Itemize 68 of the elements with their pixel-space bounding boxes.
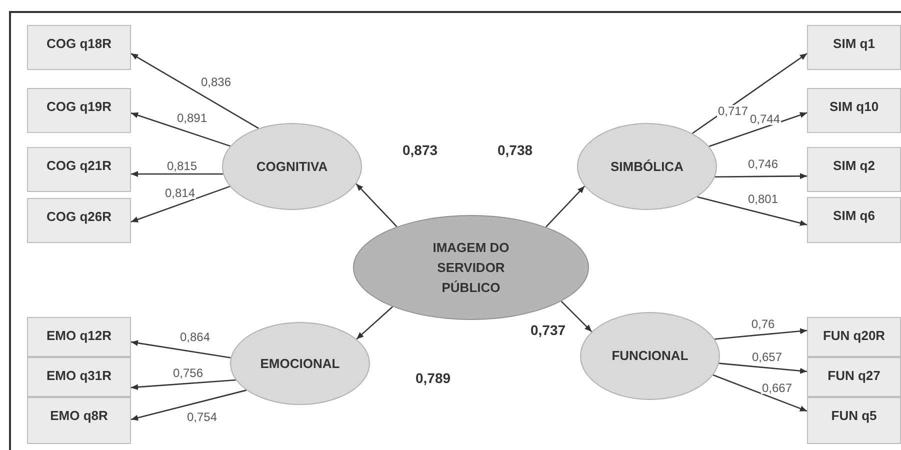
indicator-label: SIM q10 (829, 98, 879, 116)
arrow (130, 112, 230, 147)
indicator-label: SIM q2 (833, 157, 875, 175)
factor-label: IMAGEM DO SERVIDOR PÚBLICO (432, 238, 510, 296)
indicator-label: SIM q6 (833, 207, 875, 225)
arrow (708, 112, 808, 148)
indicator-box (807, 397, 901, 444)
indicator-label: FUN q27 (828, 367, 880, 385)
indicator-label: EMO q31R (46, 367, 112, 385)
indicator-box (807, 317, 901, 357)
arrow (130, 186, 230, 222)
indicator-box (27, 147, 131, 192)
indicator-label: COG q19R (46, 98, 112, 116)
loading-label: 0,754 (186, 411, 218, 423)
indicator-box (807, 25, 901, 70)
factor-label: COGNITIVA (256, 158, 328, 176)
indicator-box (807, 197, 901, 243)
loading-label: 0,815 (166, 160, 198, 172)
path-coefficient: 0,789 (414, 371, 452, 385)
arrow (560, 300, 592, 332)
path-coefficient: 0,737 (529, 323, 567, 337)
loading-label: 0,744 (748, 113, 782, 125)
indicator-box (27, 198, 131, 243)
factor-label: FUNCIONAL (612, 347, 688, 365)
indicator-box (27, 25, 131, 70)
indicator-label: COG q21R (46, 157, 112, 175)
indicator-label: FUN q20R (822, 327, 886, 345)
path-coefficient: 0,738 (496, 143, 534, 157)
arrow (712, 374, 808, 412)
factor-label: EMOCIONAL (260, 354, 340, 372)
arrow (130, 379, 236, 390)
arrow (718, 362, 808, 374)
loading-label: 0,717 (716, 105, 750, 117)
arrow (546, 186, 586, 228)
arrow (356, 183, 398, 228)
arrow (697, 196, 808, 226)
loading-label: 0,756 (172, 367, 204, 379)
loading-label: 0,76 (750, 318, 776, 330)
loading-label: 0,667 (760, 382, 794, 394)
indicator-label: SIM q1 (833, 35, 875, 53)
indicator-box (807, 88, 901, 133)
arrow (130, 390, 247, 421)
indicator-label: EMO q8R (50, 407, 108, 425)
loading-label: 0,891 (176, 112, 208, 124)
arrow (714, 328, 808, 340)
indicator-label: COG q26R (46, 208, 112, 226)
indicator-box (27, 88, 131, 133)
arrow (714, 173, 807, 180)
indicator-box (807, 147, 901, 192)
arrow (130, 340, 231, 358)
arrow (131, 171, 224, 177)
loading-label: 0,801 (746, 193, 780, 205)
arrow (356, 306, 393, 340)
loading-label: 0,836 (200, 76, 232, 88)
indicator-box (27, 397, 131, 444)
indicator-label: FUN q5 (831, 407, 877, 425)
loading-label: 0,814 (164, 187, 196, 199)
indicator-label: EMO q12R (46, 327, 112, 345)
indicator-box (807, 357, 901, 397)
indicator-box (27, 317, 131, 357)
loading-label: 0,864 (178, 331, 212, 343)
loading-label: 0,746 (746, 158, 780, 170)
indicator-box (27, 357, 131, 397)
factor-label: SIMBÓLICA (610, 158, 684, 176)
path-coefficient: 0,873 (401, 143, 439, 157)
indicator-label: COG q18R (46, 35, 112, 53)
loading-label: 0,657 (750, 351, 784, 363)
arrow (130, 52, 259, 129)
